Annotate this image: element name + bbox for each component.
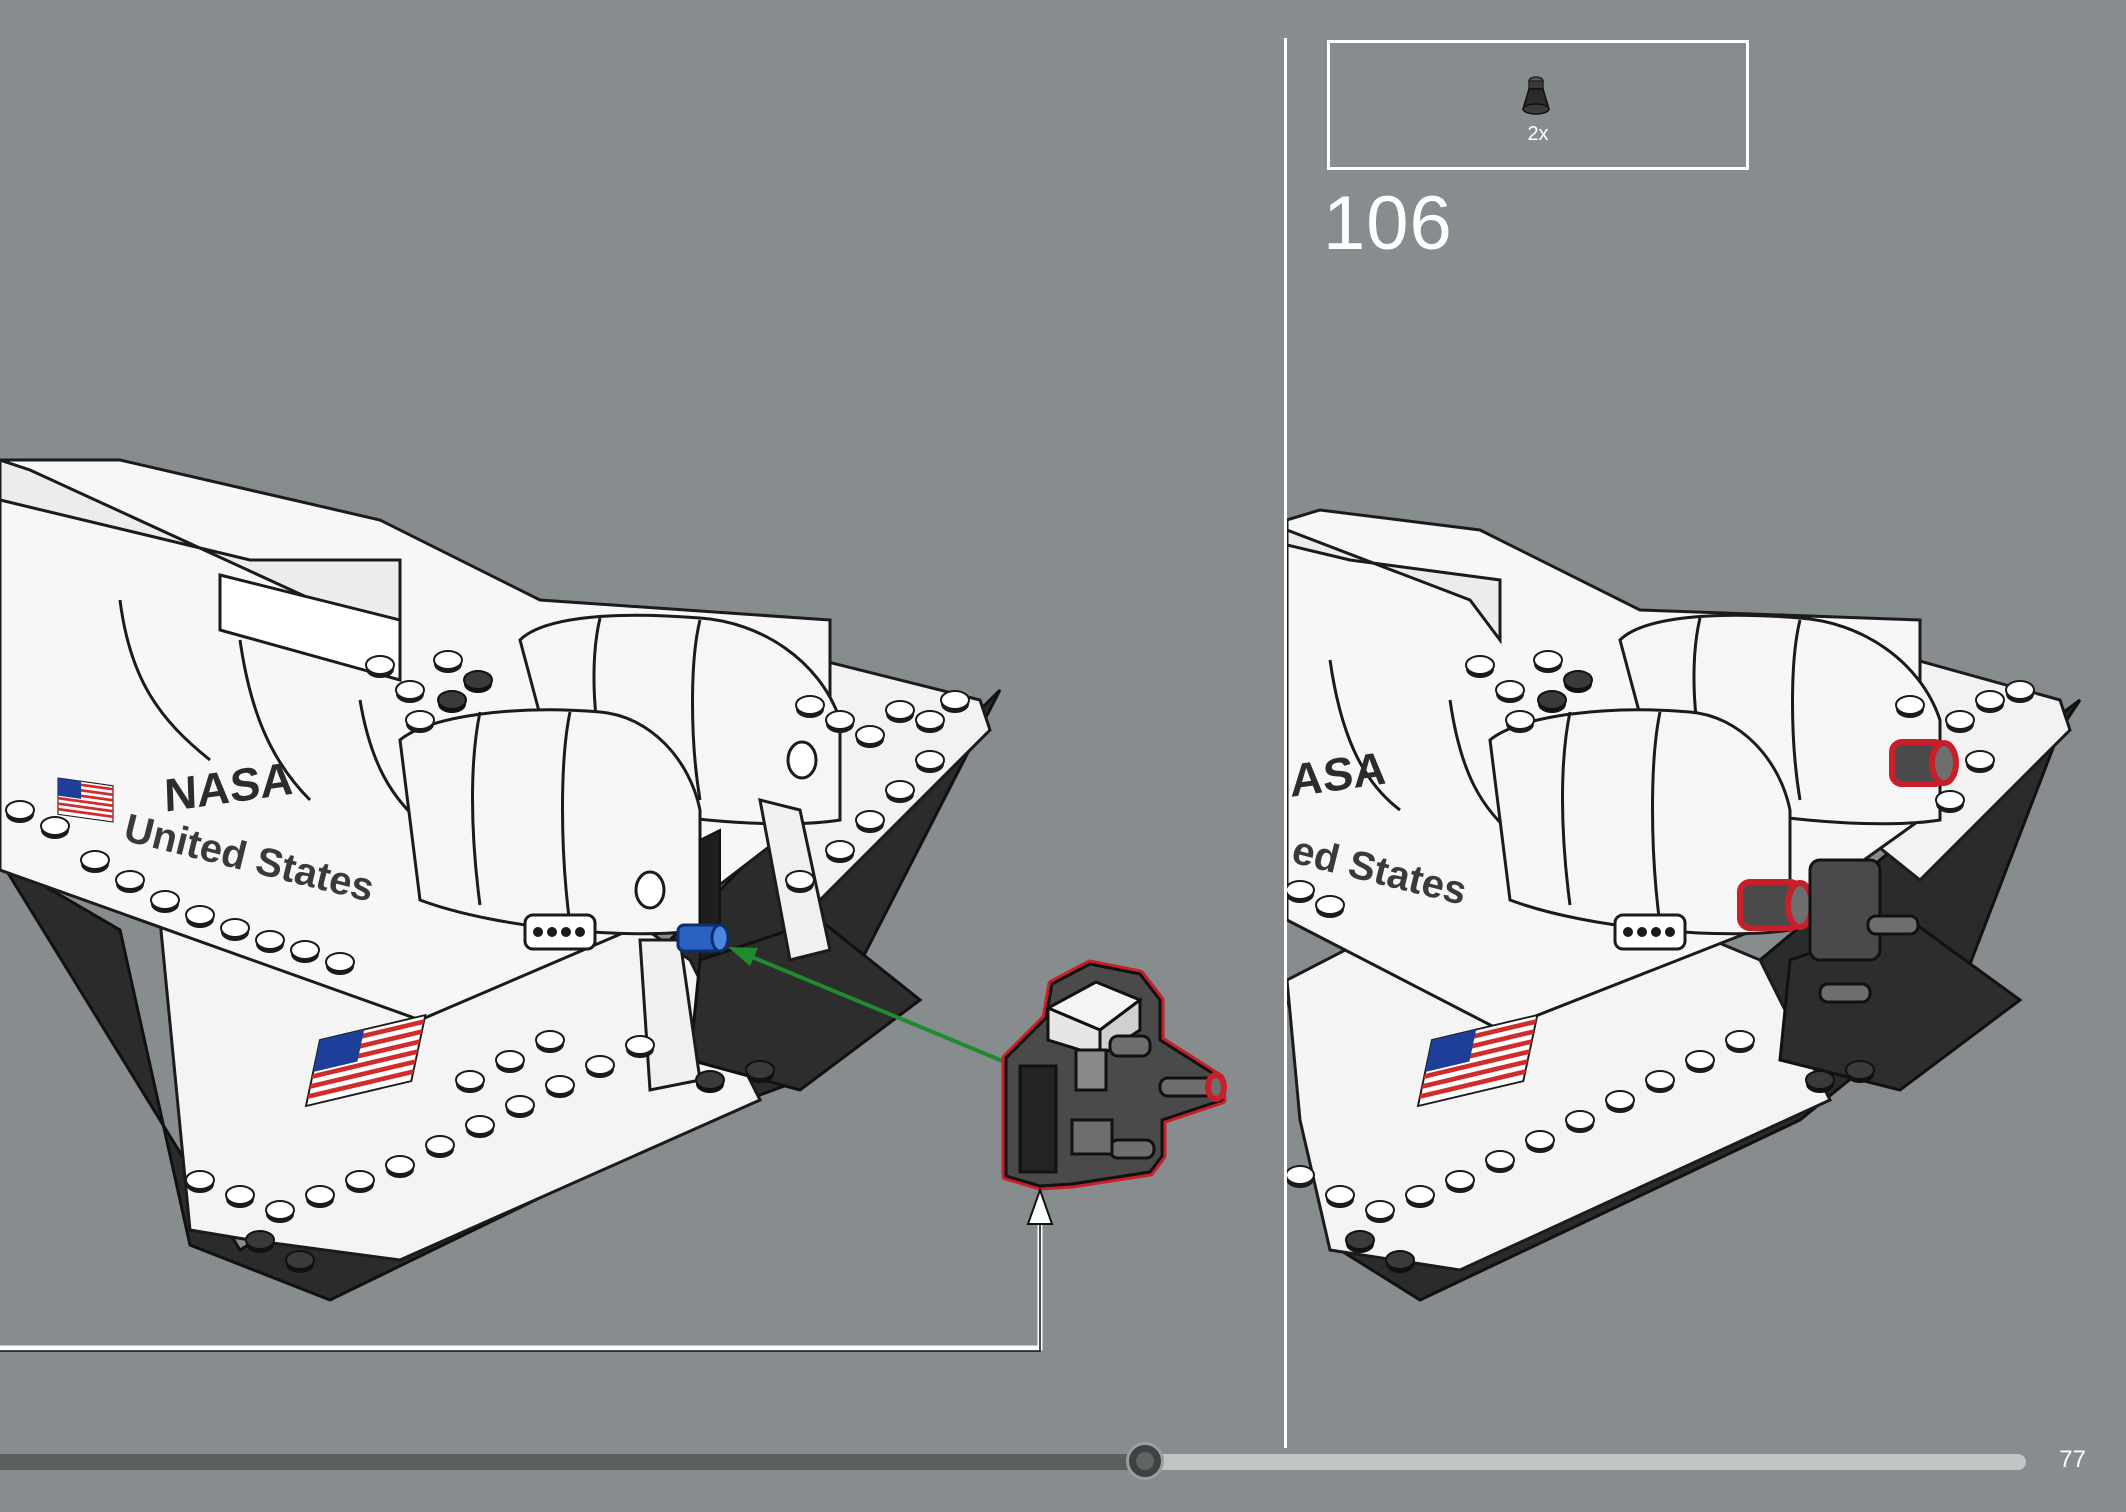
step-number: 106: [1323, 181, 1453, 266]
part-quantity: 2x: [1527, 123, 1549, 145]
fuselage-flag-left: [57, 777, 114, 823]
parts-callout: 2x: [1327, 40, 1749, 170]
progress-knob[interactable]: [1126, 1442, 1164, 1480]
callout-arrowhead: [1026, 1186, 1054, 1225]
previous-step-assembly: NASA United States: [0, 458, 1227, 1352]
callout-line: [0, 1208, 1043, 1351]
insert-arrow: [739, 950, 1006, 1064]
panel-divider: [1284, 38, 1287, 1448]
current-step-assembly: NASA ed States: [1287, 508, 2082, 1302]
new-engine-subassembly: [1001, 959, 1227, 1191]
black-cone-1x1-icon: [1521, 76, 1551, 115]
blue-connector-pin: [676, 923, 730, 953]
engine-cones-highlighted: [1737, 739, 1959, 1004]
progress-fill: [0, 1454, 1145, 1470]
page-number: 77: [2059, 1446, 2086, 1473]
payload-bay: [0, 458, 402, 643]
